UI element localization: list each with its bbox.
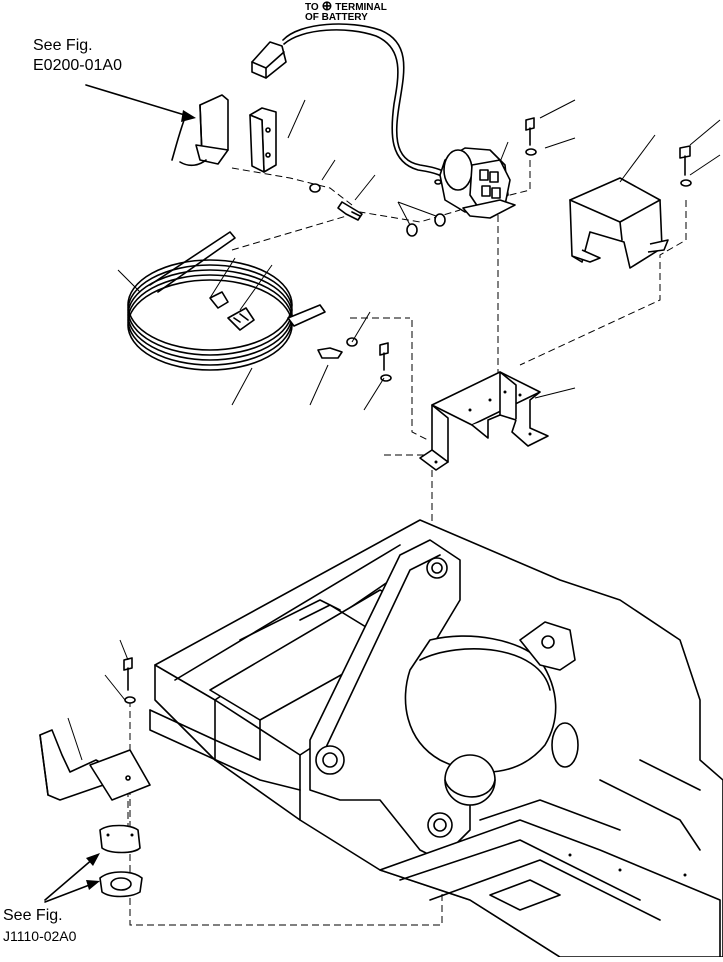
mounting-bracket-top xyxy=(249,107,277,173)
washer-bolt-top xyxy=(309,183,363,221)
bolts-top-right xyxy=(525,117,692,187)
battery-note-line2: OF BATTERY xyxy=(305,12,368,23)
battery-cable xyxy=(251,23,451,181)
relay-mounting-bracket xyxy=(419,371,549,471)
callout-leaders xyxy=(67,99,721,761)
coiled-cable xyxy=(127,231,326,371)
relay-cover xyxy=(569,177,669,269)
access-cover xyxy=(99,824,143,898)
machine-frame xyxy=(149,519,723,958)
see-fig-bottom-line1: See Fig. xyxy=(3,907,63,924)
reference-arrows xyxy=(44,84,196,903)
battery-note-to: TO xyxy=(305,2,319,13)
starter-relay xyxy=(434,147,516,219)
battery-note-terminal: TERMINAL xyxy=(335,2,387,13)
see-fig-top-line1: See Fig. xyxy=(33,37,93,54)
battery-terminal-note: TO ⊕ TERMINAL xyxy=(305,0,387,13)
positive-terminal-icon: ⊕ xyxy=(321,0,333,13)
bracket-hardware xyxy=(317,337,392,382)
relay-nuts xyxy=(397,201,446,237)
see-fig-top-line2: E0200-01A0 xyxy=(33,57,122,74)
lower-left-bracket xyxy=(39,657,151,801)
see-fig-bottom-line2: J1110-02A0 xyxy=(3,928,77,944)
switch-assembly xyxy=(171,94,229,167)
